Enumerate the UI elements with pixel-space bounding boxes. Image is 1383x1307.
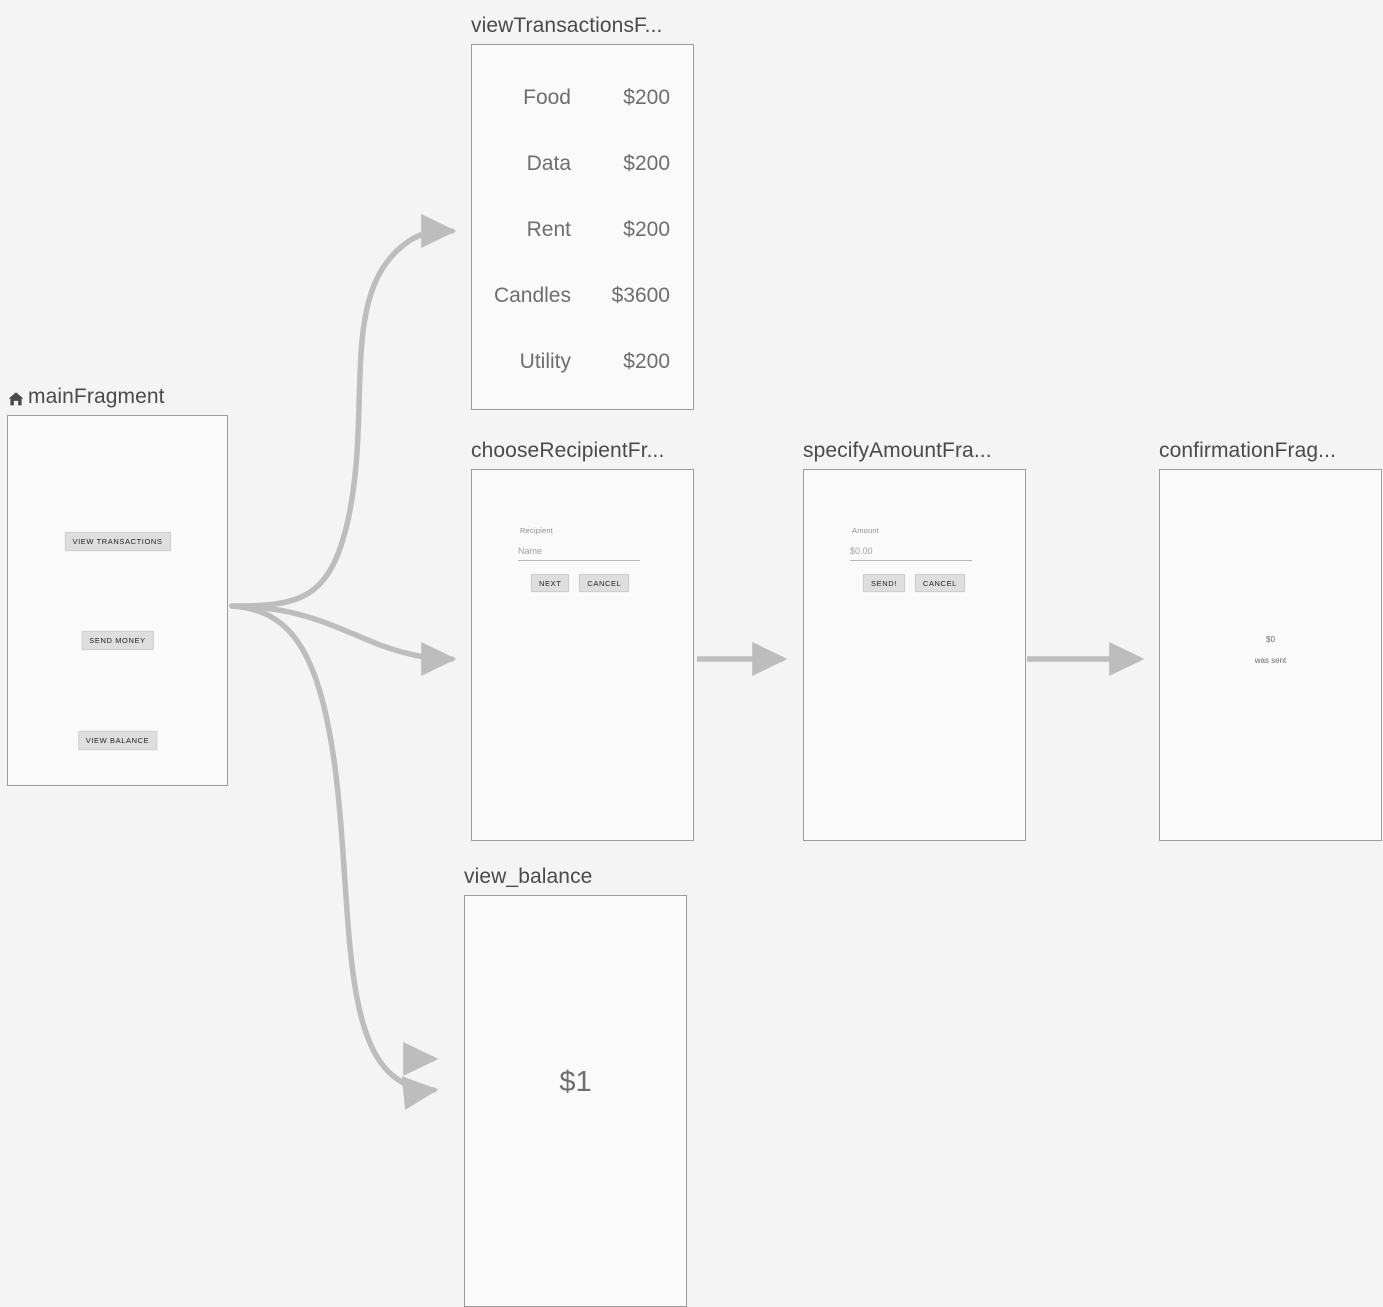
confirmation-status: was sent [1254,656,1287,665]
node-specify-amount-fragment[interactable]: specifyAmountFra... Amount $0.00 SEND! C… [803,438,1026,841]
amount-caption: Amount [852,526,880,535]
node-frame-view-balance-fragment[interactable]: $1 [464,895,687,1307]
node-title-specify-amount-fragment: specifyAmountFra... [803,439,992,462]
transaction-name: Rent [526,218,571,241]
node-view-transactions-fragment[interactable]: viewTransactionsF... Food $200 Data $200… [471,13,694,410]
preview-button-send-money[interactable]: SEND MONEY [81,631,154,650]
balance-amount: $1 [559,1066,592,1098]
node-frame-confirmation-fragment[interactable]: $0 was sent [1159,469,1382,841]
node-frame-choose-recipient-fragment[interactable]: Recipient Name NEXT CANCEL [471,469,694,841]
node-choose-recipient-fragment[interactable]: chooseRecipientFr... Recipient Name NEXT… [471,438,694,841]
node-label-view-balance-fragment: view_balance [464,864,687,890]
edge-main-to-view-balance [229,603,439,1111]
recipient-form-actions: NEXT CANCEL [518,573,648,592]
transaction-row: Candles $3600 [472,284,693,307]
preview-button-view-balance[interactable]: VIEW BALANCE [77,731,158,750]
transaction-amount: $200 [623,86,670,109]
amount-input[interactable]: $0.00 [850,546,972,561]
node-confirmation-fragment[interactable]: confirmationFrag... $0 was sent [1159,438,1382,841]
recipient-caption: Recipient [520,526,554,535]
recipient-form-preview: Recipient Name NEXT CANCEL [518,527,648,592]
transaction-amount: $3600 [611,284,670,307]
node-title-view-transactions-fragment: viewTransactionsF... [471,14,663,37]
transaction-amount: $200 [623,350,670,373]
node-view-balance-fragment[interactable]: view_balance $1 [464,864,687,1307]
node-title-choose-recipient-fragment: chooseRecipientFr... [471,439,665,462]
node-label-main-fragment: mainFragment [7,384,228,410]
recipient-name-input[interactable]: Name [518,546,640,561]
node-label-choose-recipient-fragment: chooseRecipientFr... [471,438,694,464]
confirmation-preview: $0 was sent [1160,636,1381,665]
edge-main-to-choose-recipient [229,603,457,677]
transaction-name: Data [526,152,571,175]
node-title-view-balance-fragment: view_balance [464,865,593,888]
amount-form-actions: SEND! CANCEL [850,573,980,592]
node-title-confirmation-fragment: confirmationFrag... [1159,439,1336,462]
next-button[interactable]: NEXT [531,573,570,592]
node-label-view-transactions-fragment: viewTransactionsF... [471,13,694,39]
node-frame-specify-amount-fragment[interactable]: Amount $0.00 SEND! CANCEL [803,469,1026,841]
node-label-specify-amount-fragment: specifyAmountFra... [803,438,1026,464]
confirmation-amount: $0 [1266,635,1275,644]
node-frame-main-fragment[interactable]: VIEW TRANSACTIONS SEND MONEY VIEW BALANC… [7,415,228,786]
node-main-fragment[interactable]: mainFragment VIEW TRANSACTIONS SEND MONE… [7,384,228,786]
transaction-name: Food [523,86,571,109]
transaction-row: Data $200 [472,152,693,175]
node-label-confirmation-fragment: confirmationFrag... [1159,438,1382,464]
send-button[interactable]: SEND! [863,573,905,592]
transaction-name: Candles [493,284,571,307]
node-frame-view-transactions-fragment[interactable]: Food $200 Data $200 Rent $200 Candles $3… [471,44,694,410]
transaction-row: Utility $200 [472,350,693,373]
preview-button-view-transactions[interactable]: VIEW TRANSACTIONS [64,532,171,551]
edge-main-to-transactions [229,213,457,609]
transaction-name: Utility [519,350,571,373]
cancel-button[interactable]: CANCEL [914,573,965,592]
cancel-button[interactable]: CANCEL [579,573,630,592]
home-icon [7,389,25,407]
transaction-row: Food $200 [472,86,693,109]
transaction-row: Rent $200 [472,218,693,241]
transaction-amount: $200 [623,218,670,241]
transaction-amount: $200 [623,152,670,175]
amount-form-preview: Amount $0.00 SEND! CANCEL [850,527,980,592]
node-title-main-fragment: mainFragment [28,385,165,408]
